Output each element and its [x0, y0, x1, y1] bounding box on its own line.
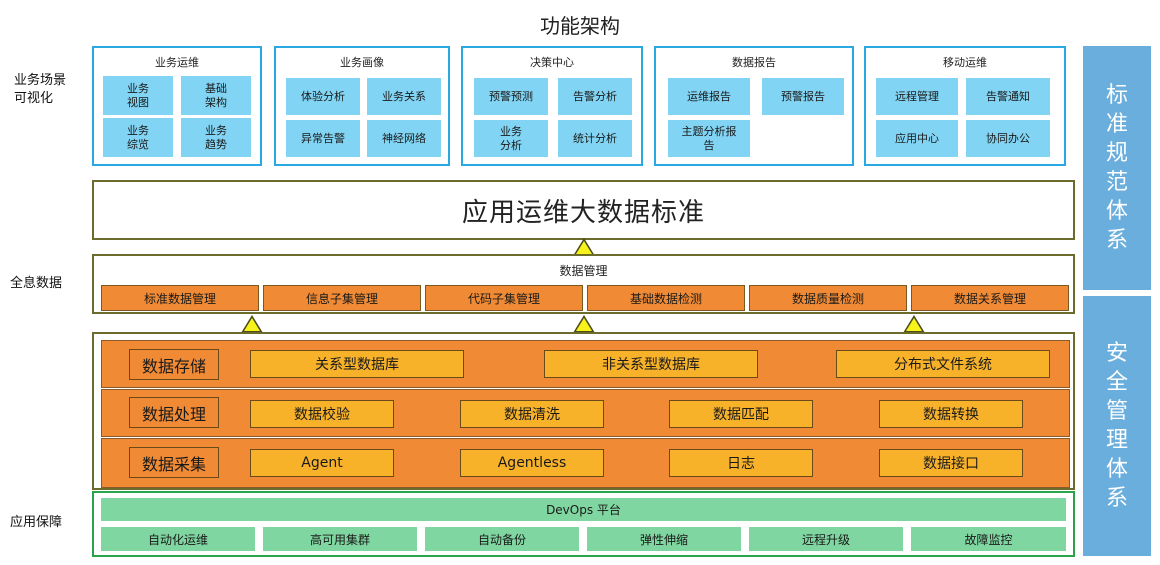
- item-agent[interactable]: Agent: [250, 449, 394, 477]
- chip-info-subset-mgmt[interactable]: 信息子集管理: [263, 285, 421, 311]
- panel-title: 决策中心: [530, 56, 574, 69]
- side-label-holo-data: 全息数据: [10, 276, 63, 291]
- devops-platform[interactable]: DevOps 平台: [101, 498, 1066, 521]
- up-arrow-icon: [241, 315, 263, 333]
- security-mgmt-system-text: 安全管理体系: [1105, 341, 1128, 511]
- item-nonrelational-db[interactable]: 非关系型数据库: [544, 350, 758, 378]
- devops-item-fault-monitoring[interactable]: 故障监控: [911, 527, 1066, 551]
- item-relational-db[interactable]: 关系型数据库: [250, 350, 464, 378]
- item-data-cleansing[interactable]: 数据清洗: [460, 400, 604, 428]
- panel-decision-center: 决策中心 预警预测 告警分析 业务 分析 统计分析: [461, 46, 643, 166]
- item-agentless[interactable]: Agentless: [460, 449, 604, 477]
- up-arrow-icon: [573, 238, 595, 256]
- panel-title: 移动运维: [943, 56, 987, 69]
- chip-data-relation-mgmt[interactable]: 数据关系管理: [911, 285, 1069, 311]
- up-arrow-icon: [903, 315, 925, 333]
- side-label-guarantee: 应用保障: [10, 515, 63, 530]
- standard-banner-text: 应用运维大数据标准: [461, 197, 705, 228]
- item-data-interface[interactable]: 数据接口: [879, 449, 1023, 477]
- panel-data-report: 数据报告 运维报告 预警报告 主题分析报 告: [654, 46, 854, 166]
- standard-banner: 应用运维大数据标准: [92, 180, 1075, 240]
- tile-warning-report[interactable]: 预警报告: [762, 78, 844, 115]
- tile-business-analysis[interactable]: 业务 分析: [474, 120, 548, 157]
- chip-code-subset-mgmt[interactable]: 代码子集管理: [425, 285, 583, 311]
- devops-item-auto-backup[interactable]: 自动备份: [425, 527, 579, 551]
- panel-business-profile: 业务画像 体验分析 业务关系 异常告警 神经网络: [274, 46, 450, 166]
- devops-item-remote-upgrade[interactable]: 远程升级: [749, 527, 903, 551]
- chip-basic-data-check[interactable]: 基础数据检测: [587, 285, 745, 311]
- panel-title: 业务画像: [340, 56, 384, 69]
- layer-storage: 数据存储 关系型数据库 非关系型数据库 分布式文件系统: [101, 340, 1070, 388]
- devops-block: DevOps 平台 自动化运维 高可用集群 自动备份 弹性伸缩 远程升级 故障监…: [92, 491, 1075, 557]
- tile-ops-report[interactable]: 运维报告: [668, 78, 750, 115]
- tile-topic-analysis-report[interactable]: 主题分析报 告: [668, 120, 750, 157]
- tile-app-center[interactable]: 应用中心: [876, 120, 958, 157]
- standard-spec-system-text: 标准规范体系: [1105, 83, 1128, 253]
- layer-label-storage: 数据存储: [129, 349, 219, 380]
- devops-item-ha-cluster[interactable]: 高可用集群: [263, 527, 417, 551]
- devops-item-auto-ops[interactable]: 自动化运维: [101, 527, 255, 551]
- item-logs[interactable]: 日志: [669, 449, 813, 477]
- layer-label-processing: 数据处理: [129, 397, 219, 428]
- panel-title: 数据报告: [732, 56, 776, 69]
- up-arrow-icon: [573, 315, 595, 333]
- chip-standard-data-mgmt[interactable]: 标准数据管理: [101, 285, 259, 311]
- tile-alert-notification[interactable]: 告警通知: [966, 78, 1050, 115]
- layer-collection: 数据采集 Agent Agentless 日志 数据接口: [101, 438, 1070, 488]
- tile-business-relation[interactable]: 业务关系: [367, 78, 441, 115]
- devops-item-elastic-scaling[interactable]: 弹性伸缩: [587, 527, 741, 551]
- page-title: 功能架构: [540, 14, 620, 38]
- item-data-matching[interactable]: 数据匹配: [669, 400, 813, 428]
- data-management-block: 数据管理 标准数据管理 信息子集管理 代码子集管理 基础数据检测 数据质量检测 …: [92, 254, 1075, 314]
- item-data-validation[interactable]: 数据校验: [250, 400, 394, 428]
- tile-business-trend[interactable]: 业务 趋势: [181, 118, 251, 157]
- tile-early-warning[interactable]: 预警预测: [474, 78, 548, 115]
- panel-business-ops: 业务运维 业务 视图 基础 架构 业务 综览 业务 趋势: [92, 46, 262, 166]
- layer-label-collection: 数据采集: [129, 447, 219, 478]
- item-distributed-fs[interactable]: 分布式文件系统: [836, 350, 1050, 378]
- tile-alert-analysis[interactable]: 告警分析: [558, 78, 632, 115]
- panel-mobile-ops: 移动运维 远程管理 告警通知 应用中心 协同办公: [864, 46, 1066, 166]
- tile-business-view[interactable]: 业务 视图: [103, 76, 173, 115]
- tile-infrastructure[interactable]: 基础 架构: [181, 76, 251, 115]
- tile-experience-analysis[interactable]: 体验分析: [286, 78, 360, 115]
- tile-business-overview[interactable]: 业务 综览: [103, 118, 173, 157]
- tile-collaborative-office[interactable]: 协同办公: [966, 120, 1050, 157]
- data-management-title: 数据管理: [559, 264, 608, 278]
- tile-statistics-analysis[interactable]: 统计分析: [558, 120, 632, 157]
- side-label-scenario: 业务场景 可视化: [14, 73, 67, 106]
- layer-processing: 数据处理 数据校验 数据清洗 数据匹配 数据转换: [101, 389, 1070, 437]
- tile-neural-network[interactable]: 神经网络: [367, 120, 441, 157]
- panel-title: 业务运维: [155, 56, 199, 69]
- standard-spec-system-bar: 标准规范体系: [1083, 46, 1151, 290]
- tile-anomaly-alert[interactable]: 异常告警: [286, 120, 360, 157]
- chip-data-quality-check[interactable]: 数据质量检测: [749, 285, 907, 311]
- security-mgmt-system-bar: 安全管理体系: [1083, 296, 1151, 556]
- tile-remote-management[interactable]: 远程管理: [876, 78, 958, 115]
- item-data-conversion[interactable]: 数据转换: [879, 400, 1023, 428]
